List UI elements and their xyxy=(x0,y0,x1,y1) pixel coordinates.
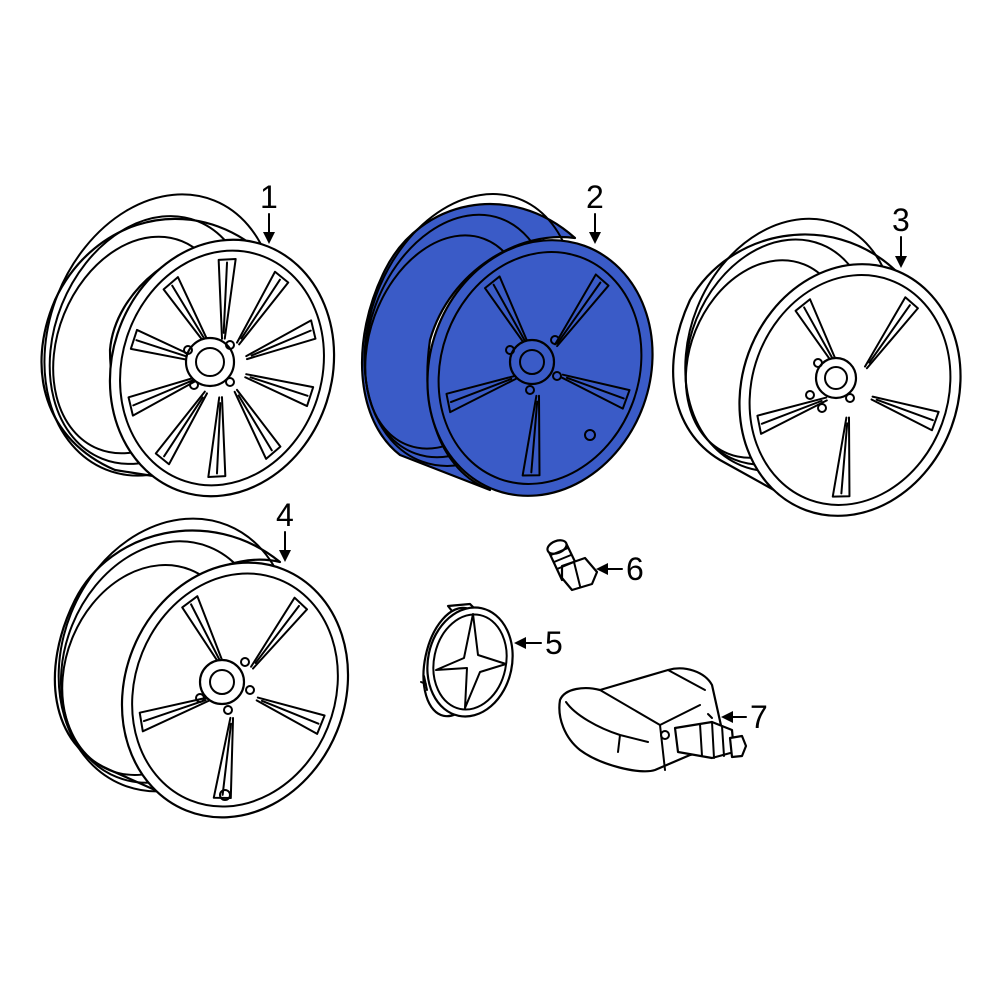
spoke-line xyxy=(840,422,849,495)
spoke-line xyxy=(217,257,237,340)
lug-bolt-icon[interactable] xyxy=(545,538,599,592)
callout-2: 2 xyxy=(586,179,604,244)
spoke-line xyxy=(254,604,300,664)
spoke-line xyxy=(212,716,235,800)
spoke-line xyxy=(215,402,222,475)
spoke-line xyxy=(237,394,273,452)
spoke-line xyxy=(240,278,281,340)
callout-4: 4 xyxy=(276,497,294,562)
spoke-line xyxy=(163,396,204,458)
spoke-line xyxy=(868,304,911,364)
callout-5: 5 xyxy=(514,625,563,661)
spoke-line xyxy=(794,298,840,370)
spoke-line xyxy=(250,596,309,670)
callout-6-label: 6 xyxy=(626,551,644,587)
callout-7-label: 7 xyxy=(750,699,768,735)
tire-pressure-sensor-icon[interactable] xyxy=(558,667,748,773)
callout-5-label: 5 xyxy=(545,625,563,661)
spoke-line xyxy=(260,699,320,725)
spoke-line xyxy=(492,283,527,343)
spoke-line xyxy=(181,595,226,670)
spoke-line xyxy=(236,270,290,346)
spoke-line xyxy=(132,379,194,407)
wheel-multi-spoke-icon[interactable] xyxy=(4,159,367,525)
spoke-line xyxy=(171,284,207,342)
spoke-line xyxy=(560,373,631,410)
wheel-twin-spoke-icon[interactable] xyxy=(328,164,688,528)
spoke-line xyxy=(565,376,625,400)
spoke-line xyxy=(245,319,317,361)
center-cap-star-icon[interactable] xyxy=(414,599,522,724)
callout-1-label: 1 xyxy=(260,179,278,215)
spoke-line xyxy=(244,373,315,408)
wheel-y-spoke-icon[interactable] xyxy=(649,187,996,547)
spoke-line xyxy=(222,261,229,334)
spoke-line xyxy=(190,603,222,664)
spoke-line xyxy=(207,396,227,479)
spoke-line xyxy=(142,699,207,723)
callout-3: 3 xyxy=(892,202,910,268)
spoke-line xyxy=(449,377,513,404)
spoke-line xyxy=(521,394,541,477)
spoke-line xyxy=(255,696,326,735)
callout-6: 6 xyxy=(596,551,644,587)
callout-2-label: 2 xyxy=(586,179,604,215)
spoke-line xyxy=(221,722,233,796)
spoke-line xyxy=(138,695,212,733)
spoke-line xyxy=(870,395,940,432)
spoke-line xyxy=(162,276,211,348)
spoke-line xyxy=(803,306,837,365)
spoke-line xyxy=(250,329,312,357)
spoke-line xyxy=(558,281,602,342)
callout-3-label: 3 xyxy=(892,202,910,238)
spoke-line xyxy=(875,398,934,422)
spoke-line xyxy=(249,376,309,397)
spoke-line xyxy=(135,339,195,360)
callout-4-label: 4 xyxy=(276,497,294,533)
spoke-line xyxy=(445,374,518,414)
callout-1: 1 xyxy=(260,179,278,244)
spoke-line xyxy=(127,375,199,417)
spoke-line xyxy=(760,399,823,425)
callout-7: 7 xyxy=(721,699,768,735)
spoke-line xyxy=(530,400,539,474)
spoke-line xyxy=(483,275,530,348)
spoke-line xyxy=(831,416,851,498)
wheel-split-spoke-icon[interactable] xyxy=(19,483,386,852)
spoke-line xyxy=(554,273,610,348)
spoke-line xyxy=(129,328,200,363)
spoke-line xyxy=(756,396,828,435)
spoke-line xyxy=(154,390,208,466)
spoke-line xyxy=(863,296,919,370)
spoke-line xyxy=(233,388,282,460)
